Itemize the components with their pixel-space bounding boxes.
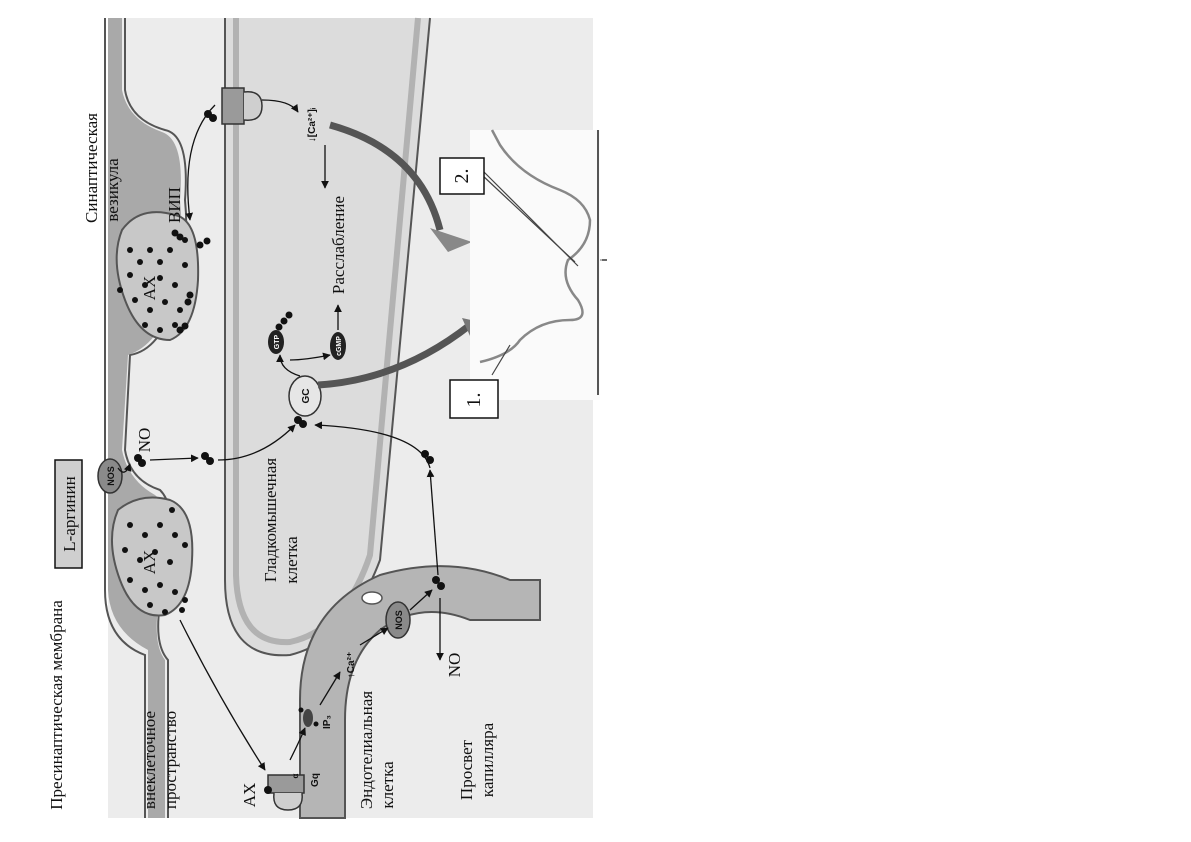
- arrow-endo-no-to-gc: [314, 421, 431, 469]
- graph-curve: [479, 129, 592, 364]
- ach-receptor-label: АХ: [240, 783, 259, 808]
- nos-badge-bottom: NOS: [385, 601, 411, 639]
- gtp-label: GTP: [274, 334, 281, 349]
- gtp-molecule: GTP: [268, 311, 293, 354]
- callout-2: 2.: [439, 157, 485, 195]
- response-graph: i: [470, 129, 609, 400]
- callout-1: 1.: [449, 379, 499, 419]
- endothelial-label-1: Эндотелиальная: [357, 691, 376, 809]
- ach-dots-lower: [122, 507, 188, 615]
- cgmp-molecule: cGMP: [330, 332, 346, 360]
- extracellular-label-2: пространство: [161, 711, 180, 809]
- ip3-label: IP₃: [322, 715, 333, 729]
- ach-top-label: АХ: [140, 276, 159, 301]
- arrow-no-up: [426, 469, 439, 576]
- guanylate-cyclase: GC: [288, 375, 322, 428]
- nos-bottom-label: NOS: [394, 610, 404, 630]
- arrow-receptor-to-ip3: [289, 727, 306, 761]
- gc-label: GC: [301, 389, 312, 404]
- smooth-muscle-label-1: Гладкомышечная: [261, 458, 280, 582]
- callout-1-label: 1.: [463, 393, 485, 408]
- arrow-no-to-gc: [217, 424, 296, 461]
- ach-receptor: [264, 774, 305, 811]
- endothelial-cell: [299, 565, 541, 819]
- synaptic-vesicle-label-1: Синаптическая: [82, 113, 101, 223]
- arrow-gc-gtp: [276, 354, 301, 377]
- nos-top-label: NOS: [106, 466, 116, 486]
- l-arginine-box: L-аргинин: [54, 459, 83, 569]
- no-bottom-label: NO: [445, 653, 464, 678]
- graph-tick-label: i: [599, 259, 609, 262]
- ach-bottom-label: АХ: [140, 550, 159, 575]
- arrow-ca-to-nos: [359, 627, 389, 646]
- smooth-muscle-label-2: клетка: [282, 536, 301, 584]
- arrow-vip-to-receptor: [185, 104, 216, 221]
- vip-molecules: [171, 229, 211, 334]
- presynaptic-membrane-label: Пресинаптическая мембрана: [47, 600, 66, 810]
- pathway-arrows: [117, 99, 444, 771]
- lumen-label-1: Просвет: [457, 739, 476, 800]
- callout-2-label: 2.: [451, 169, 473, 184]
- endothelial-label-2: клетка: [378, 761, 397, 809]
- nos-badge-top: NOS: [97, 458, 123, 494]
- arrow-ip3-to-ca: [319, 671, 341, 706]
- cgmp-label: cGMP: [336, 336, 343, 356]
- arrow-gtp-cgmp: [289, 352, 331, 361]
- relaxation-label: Расслабление: [329, 196, 348, 294]
- lumen-label-2: капилляра: [478, 722, 497, 797]
- synaptic-vesicle-label-2: везикула: [103, 158, 122, 222]
- vip-receptor: [204, 87, 263, 125]
- arrow-arginine-no: [117, 463, 132, 473]
- no-top-label: NO: [135, 428, 154, 453]
- extracellular-label-1: внеклеточное: [140, 711, 159, 809]
- ip3-molecule: [298, 707, 319, 727]
- no-molecules: [134, 450, 445, 590]
- l-arginine-label: L-аргинин: [60, 476, 79, 551]
- ca-increase-label: ↑Ca²⁺: [346, 652, 357, 678]
- vip-label: ВИП: [165, 187, 184, 223]
- arrow-nos-to-no: [409, 589, 433, 611]
- ca-decrease-label: ↓[Ca²⁺]ᵢ: [307, 107, 318, 142]
- alpha-label-bottom: α: [291, 773, 300, 778]
- arrow-receptor-to-ca: [261, 99, 299, 113]
- arrow-ach-to-receptor: [179, 619, 266, 771]
- gq-label: Gq: [310, 773, 321, 787]
- arrow-no-to-smc: [149, 454, 199, 463]
